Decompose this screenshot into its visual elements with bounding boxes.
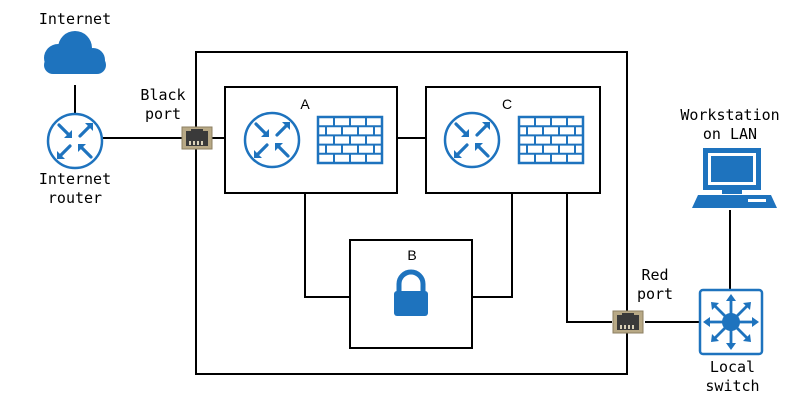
cloud-icon (44, 31, 106, 74)
internet-router-label: Internet router (38, 170, 112, 207)
firewall-icon (316, 115, 384, 165)
outer-enclosure (195, 51, 628, 375)
lock-icon (394, 269, 428, 316)
workstation-label: Workstation on LAN (680, 106, 780, 143)
router-icon (243, 111, 301, 169)
local-switch-label: Local switch (705, 358, 760, 395)
red-port-label: Red port (636, 266, 674, 303)
switch-icon (698, 288, 764, 356)
b-to-c-line (472, 193, 513, 298)
router-icon (443, 111, 501, 169)
internet-label: Internet (38, 10, 112, 28)
router-icon (46, 112, 104, 170)
firewall-icon (517, 115, 585, 165)
workstation-icon (692, 148, 777, 208)
black-port-label: Black port (140, 86, 186, 123)
ethernet-port-icon (612, 310, 644, 334)
box-a-label: A (300, 96, 310, 112)
ethernet-port-icon (181, 126, 213, 150)
box-c-label: C (501, 96, 513, 112)
box-b-label: B (407, 247, 417, 263)
a-to-b-line (304, 193, 350, 298)
c-to-red-port-line (566, 193, 612, 323)
connections (74, 85, 731, 323)
